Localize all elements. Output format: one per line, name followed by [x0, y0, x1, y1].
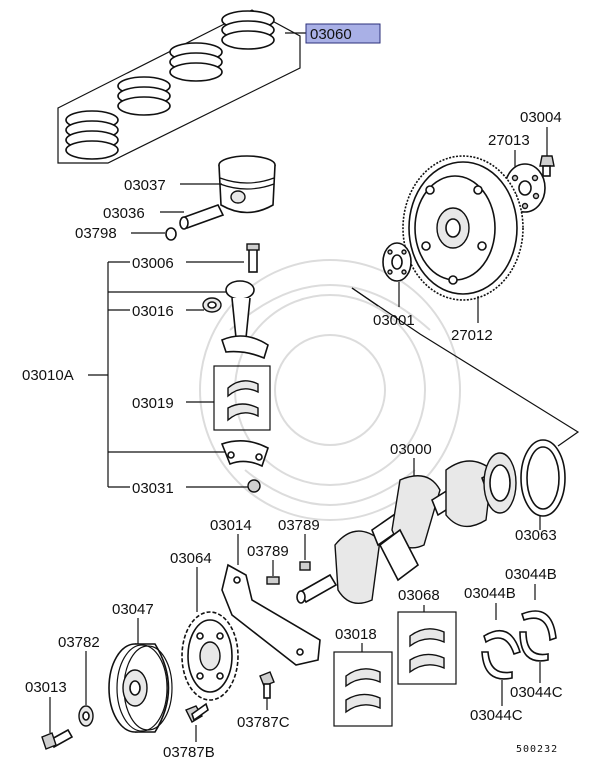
label-03789-b[interactable]: 03789	[247, 543, 289, 560]
label-03047[interactable]: 03047	[112, 601, 154, 618]
label-03063[interactable]: 03063	[515, 527, 557, 544]
conrod-bushing[interactable]	[202, 297, 222, 313]
label-03000[interactable]: 03000	[390, 441, 432, 458]
label-03004[interactable]: 03004	[520, 109, 562, 126]
label-03798[interactable]: 03798	[75, 225, 117, 242]
conrod-bearing[interactable]	[227, 380, 259, 422]
front-case-bolt[interactable]	[259, 671, 275, 699]
label-27012[interactable]: 27012	[451, 327, 493, 344]
crankshaft[interactable]	[296, 452, 517, 604]
flywheel[interactable]	[402, 155, 524, 301]
label-03044C-right[interactable]: 03044C	[510, 684, 563, 701]
woodruff-key-b[interactable]	[266, 576, 280, 585]
label-03787B[interactable]: 03787B	[163, 744, 215, 761]
conrod-bolt[interactable]	[246, 243, 260, 273]
label-03037[interactable]: 03037	[124, 177, 166, 194]
crank-pulley[interactable]	[108, 643, 173, 733]
pulley-center-bolt[interactable]	[41, 728, 74, 750]
rear-oil-seal[interactable]	[520, 439, 566, 517]
thrust-washer-lower[interactable]	[481, 631, 549, 680]
label-03001[interactable]: 03001	[373, 312, 415, 329]
piston-ring-set[interactable]	[57, 9, 301, 164]
flywheel-spacer[interactable]	[382, 242, 412, 282]
highlight-03060[interactable]	[305, 23, 381, 44]
label-03787C[interactable]: 03787C	[237, 714, 290, 731]
label-03044B-left[interactable]: 03044B	[464, 585, 516, 602]
label-03018[interactable]: 03018	[335, 626, 377, 643]
label-03013[interactable]: 03013	[25, 679, 67, 696]
woodruff-key-a[interactable]	[299, 561, 311, 571]
label-03031[interactable]: 03031	[132, 480, 174, 497]
thrust-washer-upper[interactable]	[483, 610, 557, 656]
conrod-nut[interactable]	[247, 479, 261, 493]
watermark-emblem	[199, 259, 461, 521]
piston[interactable]	[218, 155, 276, 214]
label-03782[interactable]: 03782	[58, 634, 100, 651]
conrod-cap[interactable]	[220, 440, 269, 468]
pulley-washer[interactable]	[78, 705, 94, 727]
main-bearing-lower[interactable]	[345, 668, 381, 714]
label-03010A[interactable]: 03010A	[22, 367, 74, 384]
label-03064[interactable]: 03064	[170, 550, 212, 567]
piston-pin[interactable]	[179, 204, 225, 230]
label-03789-a[interactable]: 03789	[278, 517, 320, 534]
diagram-id: 500232	[516, 744, 558, 755]
connecting-rod[interactable]	[221, 280, 269, 360]
label-03044B-right[interactable]: 03044B	[505, 566, 557, 583]
main-bearing-upper[interactable]	[409, 628, 445, 674]
label-03068[interactable]: 03068	[398, 587, 440, 604]
piston-pin-clip[interactable]	[165, 227, 177, 241]
label-03036[interactable]: 03036	[103, 205, 145, 222]
flywheel-bolt[interactable]	[539, 155, 555, 177]
pulley-bolt[interactable]	[185, 702, 209, 723]
label-03006[interactable]: 03006	[132, 255, 174, 272]
label-03060[interactable]: 03060	[310, 26, 352, 43]
label-03044C-left[interactable]: 03044C	[470, 707, 523, 724]
label-03019[interactable]: 03019	[132, 395, 174, 412]
label-03014[interactable]: 03014	[210, 517, 252, 534]
front-case-bracket[interactable]	[221, 563, 321, 666]
label-03016[interactable]: 03016	[132, 303, 174, 320]
label-27013[interactable]: 27013	[488, 132, 530, 149]
crank-pulley-plate[interactable]	[181, 611, 239, 701]
